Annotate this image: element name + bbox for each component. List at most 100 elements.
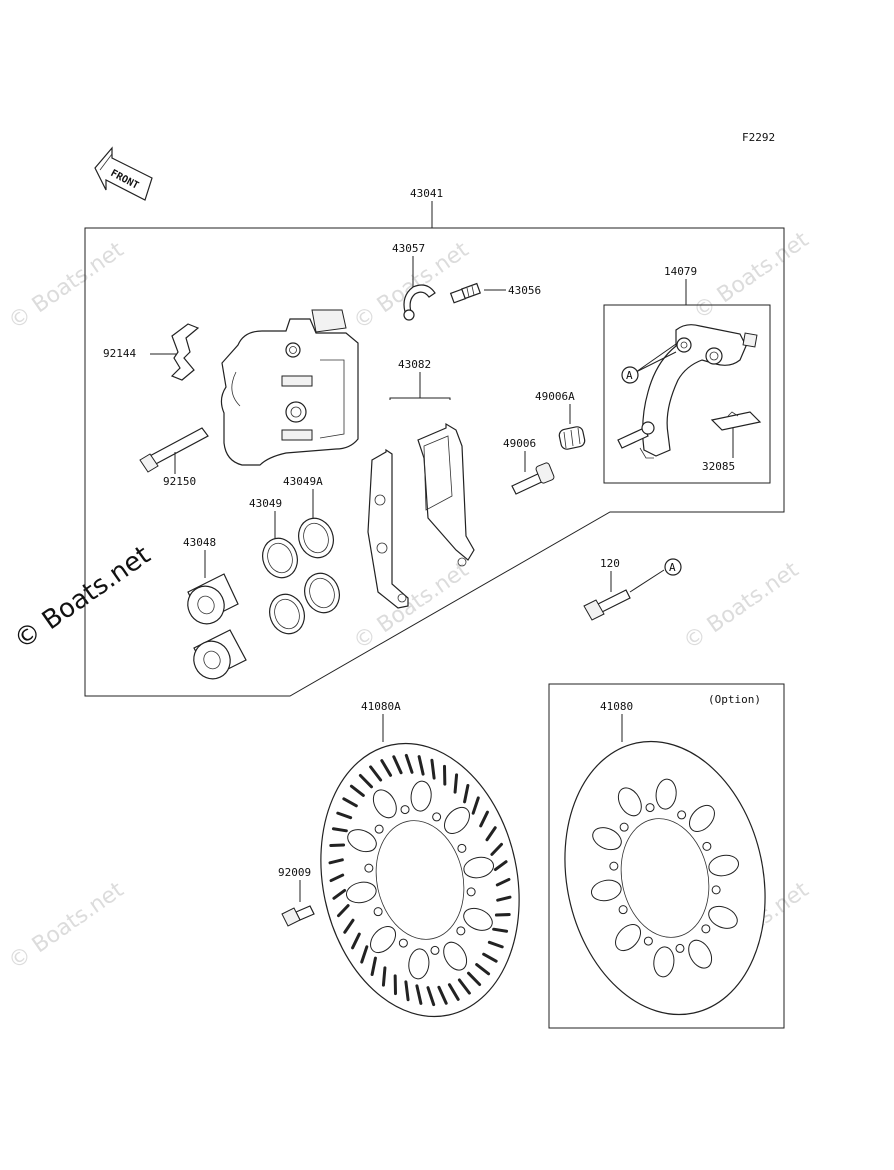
disc-slot xyxy=(463,783,470,804)
disc-slot xyxy=(426,986,436,1007)
watermark: © Boats.net xyxy=(4,237,129,335)
part-label-32085: 32085 xyxy=(702,460,735,473)
part-label-92150: 92150 xyxy=(163,475,196,488)
watermark: © Boats.net xyxy=(4,877,129,975)
disc-window xyxy=(615,924,642,952)
disc-slot xyxy=(447,983,460,1001)
disc-bolt-hole xyxy=(675,943,685,953)
disc-slot xyxy=(349,784,365,797)
brake-disc-41080A xyxy=(320,742,520,1018)
disc-slot xyxy=(479,810,489,828)
disc-bolt-hole xyxy=(701,924,711,934)
part-label-43057: 43057 xyxy=(392,242,425,255)
disc-window xyxy=(463,907,493,931)
part-label-14079: 14079 xyxy=(664,265,697,278)
caliper-body xyxy=(220,309,359,466)
disc-slot xyxy=(328,858,344,865)
disc-slot xyxy=(404,753,414,774)
disc-window xyxy=(590,879,622,902)
caliper-pin-92150 xyxy=(139,427,209,473)
disc-slot xyxy=(453,773,459,794)
brake-pad-inner xyxy=(417,422,475,567)
piston-seals xyxy=(262,517,340,635)
bracket-subgroup-outline xyxy=(603,304,771,484)
caliper-bracket-14079 xyxy=(617,324,758,459)
disc-slot xyxy=(490,842,503,856)
disc-window xyxy=(708,854,740,877)
disc-slot xyxy=(417,755,425,776)
disc-slot xyxy=(457,978,471,995)
disc-window xyxy=(655,778,677,810)
disc-slot xyxy=(358,773,373,789)
disc-window xyxy=(345,881,377,904)
disc-window xyxy=(688,939,713,969)
disc-window xyxy=(408,948,430,980)
part-label-120: 120 xyxy=(600,557,620,570)
disc-bolt-hole xyxy=(457,843,467,853)
disc-bolt-hole xyxy=(645,803,655,813)
disc-slot xyxy=(342,797,358,808)
disc-slot xyxy=(496,895,512,902)
front-arrow-icon: FRONT xyxy=(94,146,153,201)
disc-bolt-hole xyxy=(374,824,384,834)
option-disc-outline xyxy=(548,683,785,1029)
disc-slot xyxy=(475,963,491,976)
disc-bolt-hole xyxy=(364,863,374,873)
disc-window xyxy=(708,905,738,929)
disc-bolt-hole xyxy=(456,926,466,936)
disc-slot xyxy=(332,888,347,900)
slide-pin-49006 xyxy=(511,462,555,495)
disc-window xyxy=(410,780,432,812)
part-label-49006: 49006 xyxy=(503,437,536,450)
part-label-41080: 41080 xyxy=(600,700,633,713)
disc-bolt-hole xyxy=(619,822,629,832)
disc-bolt-hole xyxy=(702,841,712,851)
part-label-43049: 43049 xyxy=(249,497,282,510)
disc-slot xyxy=(430,758,436,780)
caliper-assembly-outline xyxy=(84,227,785,697)
disc-slot xyxy=(437,985,448,1005)
pad-clip-32085 xyxy=(710,411,762,431)
part-label-43056: 43056 xyxy=(508,284,541,297)
callout-A: A xyxy=(626,369,633,382)
disc-bolt-hole xyxy=(643,936,653,946)
bleeder-cap-43057 xyxy=(403,284,436,321)
disc-window xyxy=(463,856,495,879)
part-label-43048: 43048 xyxy=(183,536,216,549)
callout-A-circle xyxy=(621,366,639,384)
figure-code: F2292 xyxy=(742,131,775,144)
disc-slot xyxy=(495,877,511,887)
part-label-49006A: 49006A xyxy=(535,390,575,403)
pad-spring-92144 xyxy=(170,323,200,381)
disc-bolt-hole xyxy=(609,861,619,871)
disc-window xyxy=(617,787,642,817)
part-label-43082: 43082 xyxy=(398,358,431,371)
dust-boot-49006A xyxy=(558,426,586,450)
disc-bolt-92009 xyxy=(281,905,315,927)
disc-slot xyxy=(482,952,498,963)
brake-pad-outer xyxy=(367,448,409,609)
disc-bolt-hole xyxy=(677,810,687,820)
disc-bolt-hole xyxy=(400,805,410,815)
disc-slot xyxy=(370,956,377,977)
piston-43048-b xyxy=(193,629,247,680)
disc-slot xyxy=(493,860,508,872)
disc-slot xyxy=(415,984,423,1005)
disc-slot xyxy=(337,904,350,918)
disc-window xyxy=(688,804,715,832)
disc-window xyxy=(653,946,675,978)
disc-slot xyxy=(329,873,345,883)
disc-bolt-hole xyxy=(432,812,442,822)
callout-A-circle xyxy=(664,558,682,576)
disc-bolt-hole xyxy=(711,885,721,895)
disc-slot xyxy=(487,940,504,949)
watermark: © Boats.net xyxy=(689,227,814,325)
disc-slot xyxy=(331,827,348,833)
disc-slot xyxy=(380,759,393,777)
brake-disc-41080 xyxy=(564,740,766,1016)
disc-window xyxy=(370,926,397,954)
part-label-92144: 92144 xyxy=(103,347,136,360)
part-label-43049A: 43049A xyxy=(283,475,323,488)
bleeder-valve-43056 xyxy=(449,282,481,304)
part-label-43041: 43041 xyxy=(410,187,443,200)
